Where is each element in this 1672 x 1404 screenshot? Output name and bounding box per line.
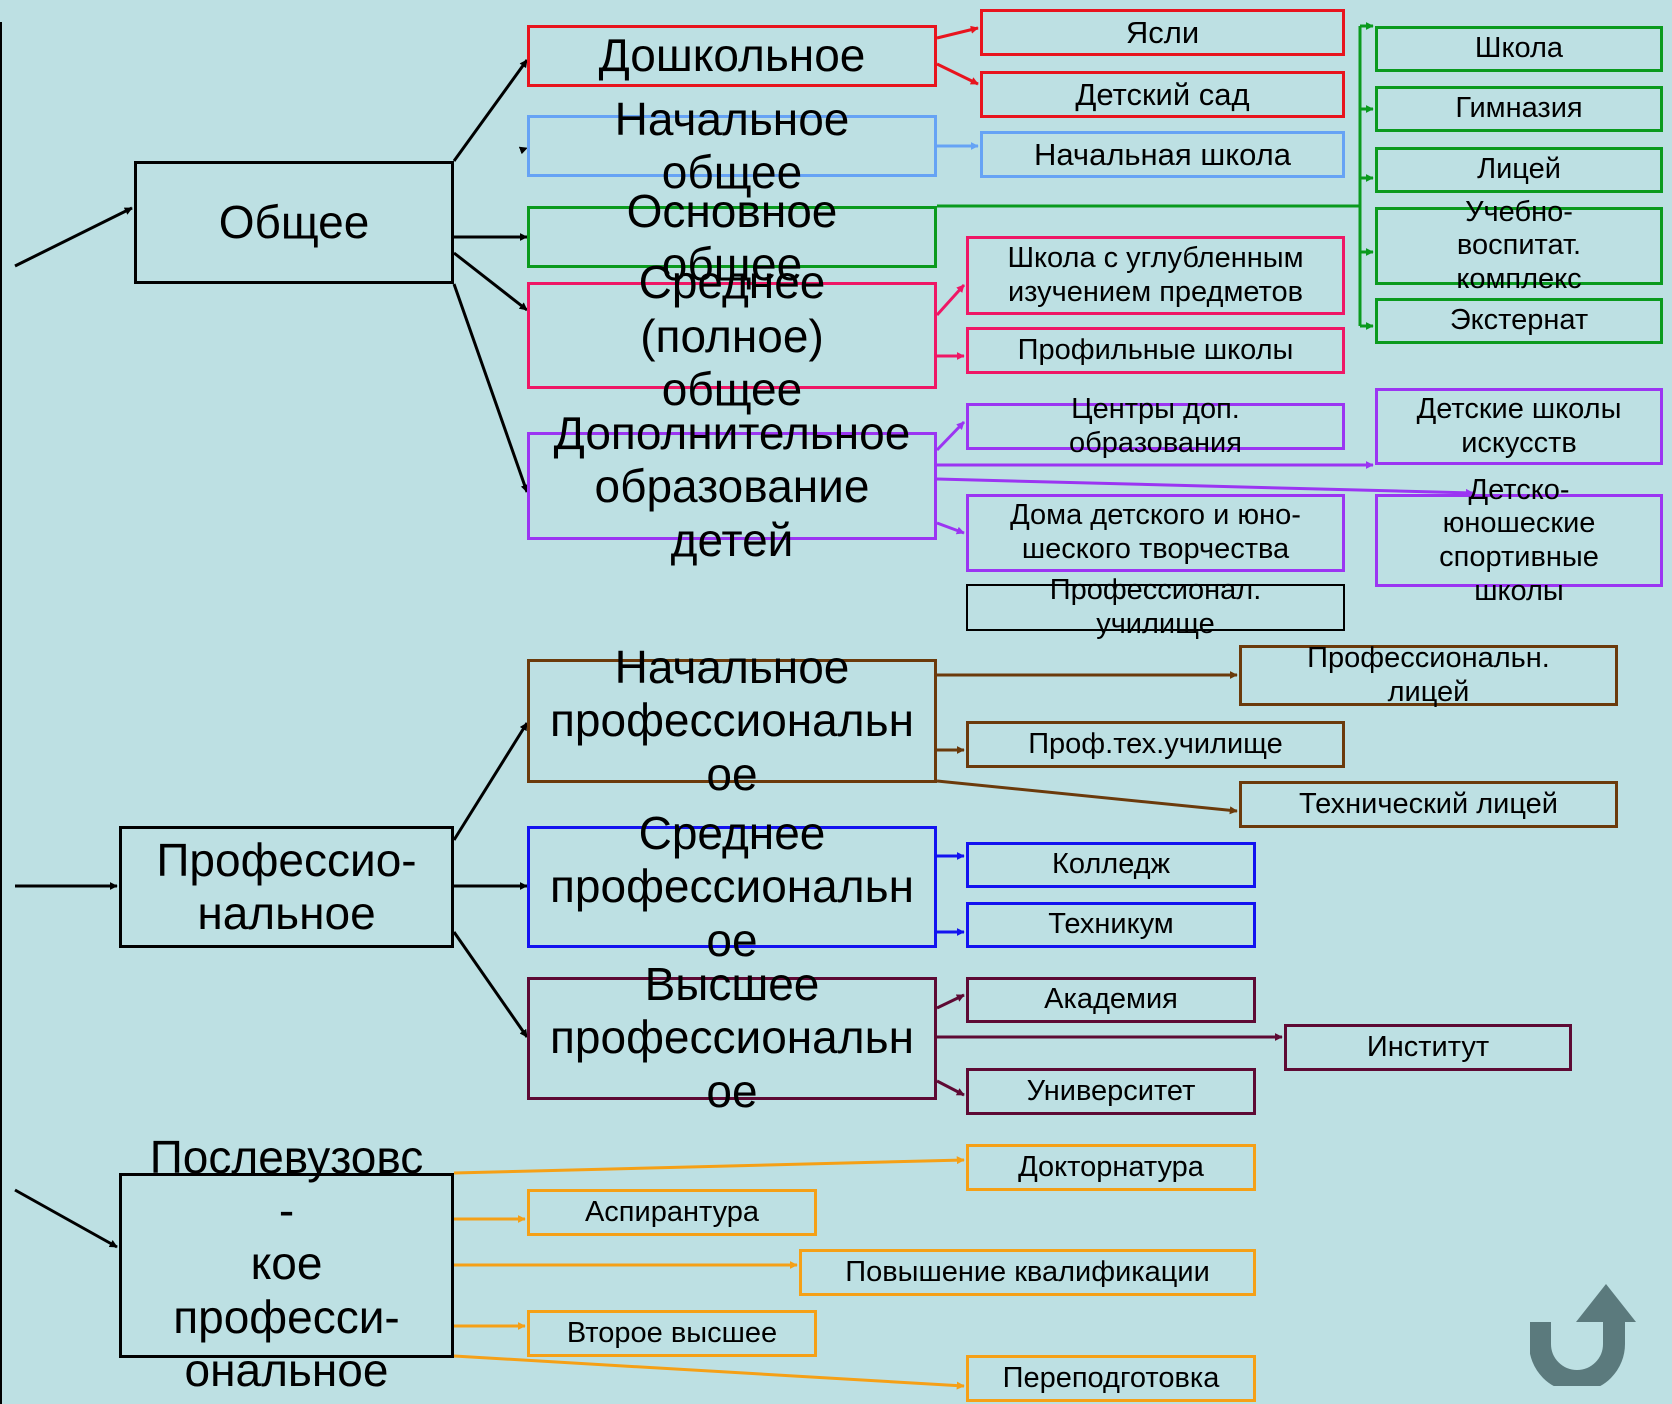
- connector-4: [518, 146, 528, 155]
- node-academy: [966, 977, 1256, 1023]
- node-secondary-general: [527, 282, 937, 389]
- connector-15: [453, 1354, 965, 1390]
- node-general: [134, 161, 454, 284]
- connector-39: [936, 1079, 965, 1097]
- node-educational-complex: [1375, 207, 1663, 285]
- connector-30: [936, 477, 1474, 497]
- node-vocational-school: [966, 584, 1345, 631]
- node-school: [1375, 26, 1663, 72]
- node-higher-professional: [527, 977, 937, 1100]
- node-preschool: [527, 25, 937, 87]
- connector-0: [14, 206, 133, 268]
- u-turn-up-arrow-icon[interactable]: [1530, 1278, 1640, 1386]
- node-profile-schools: [966, 327, 1345, 374]
- node-advanced-study-school: [966, 236, 1345, 315]
- node-gymnasium: [1375, 86, 1663, 132]
- node-qualification-upgrade: [799, 1249, 1256, 1296]
- node-retraining: [966, 1355, 1256, 1402]
- node-professional-lyceum: [1239, 645, 1618, 706]
- connector-28: [935, 420, 966, 452]
- node-external-study: [1375, 298, 1663, 344]
- node-basic-general: [527, 206, 937, 268]
- node-sports-schools: [1375, 494, 1663, 587]
- node-kindergarten: [980, 71, 1345, 118]
- node-secondary-professional: [527, 826, 937, 948]
- connector-31: [936, 521, 965, 535]
- connector-34: [936, 779, 1238, 815]
- node-art-schools: [1375, 388, 1663, 465]
- connector-37: [936, 993, 965, 1010]
- node-primary-school: [980, 131, 1345, 178]
- connector-7: [452, 283, 529, 493]
- connector-16: [936, 25, 979, 40]
- connector-6: [453, 251, 528, 312]
- connector-17: [936, 62, 979, 86]
- node-primary-professional: [527, 659, 937, 783]
- node-extra-edu-centers: [966, 403, 1345, 450]
- node-university: [966, 1068, 1256, 1115]
- node-college: [966, 842, 1256, 888]
- node-youth-creativity-houses: [966, 494, 1345, 572]
- node-technical-school: [966, 902, 1256, 948]
- node-vocational-tech-school: [966, 721, 1345, 768]
- connector-26: [935, 283, 966, 317]
- node-professional: [119, 826, 454, 948]
- node-postgrad-study: [527, 1189, 817, 1236]
- connector-11: [453, 1156, 965, 1175]
- node-technical-lyceum: [1239, 781, 1618, 828]
- connector-8: [452, 722, 529, 841]
- node-primary-general: [527, 115, 937, 177]
- node-institute: [1284, 1024, 1572, 1071]
- node-doctorate: [966, 1144, 1256, 1191]
- connector-2: [14, 1188, 118, 1249]
- node-nursery: [980, 9, 1345, 56]
- node-second-higher: [527, 1310, 817, 1357]
- connector-3: [452, 59, 529, 162]
- node-postgraduate: [119, 1173, 454, 1358]
- node-lyceum: [1375, 147, 1663, 193]
- node-additional-children: [527, 432, 937, 540]
- connector-10: [452, 931, 529, 1038]
- left-edge-line: [0, 22, 2, 1404]
